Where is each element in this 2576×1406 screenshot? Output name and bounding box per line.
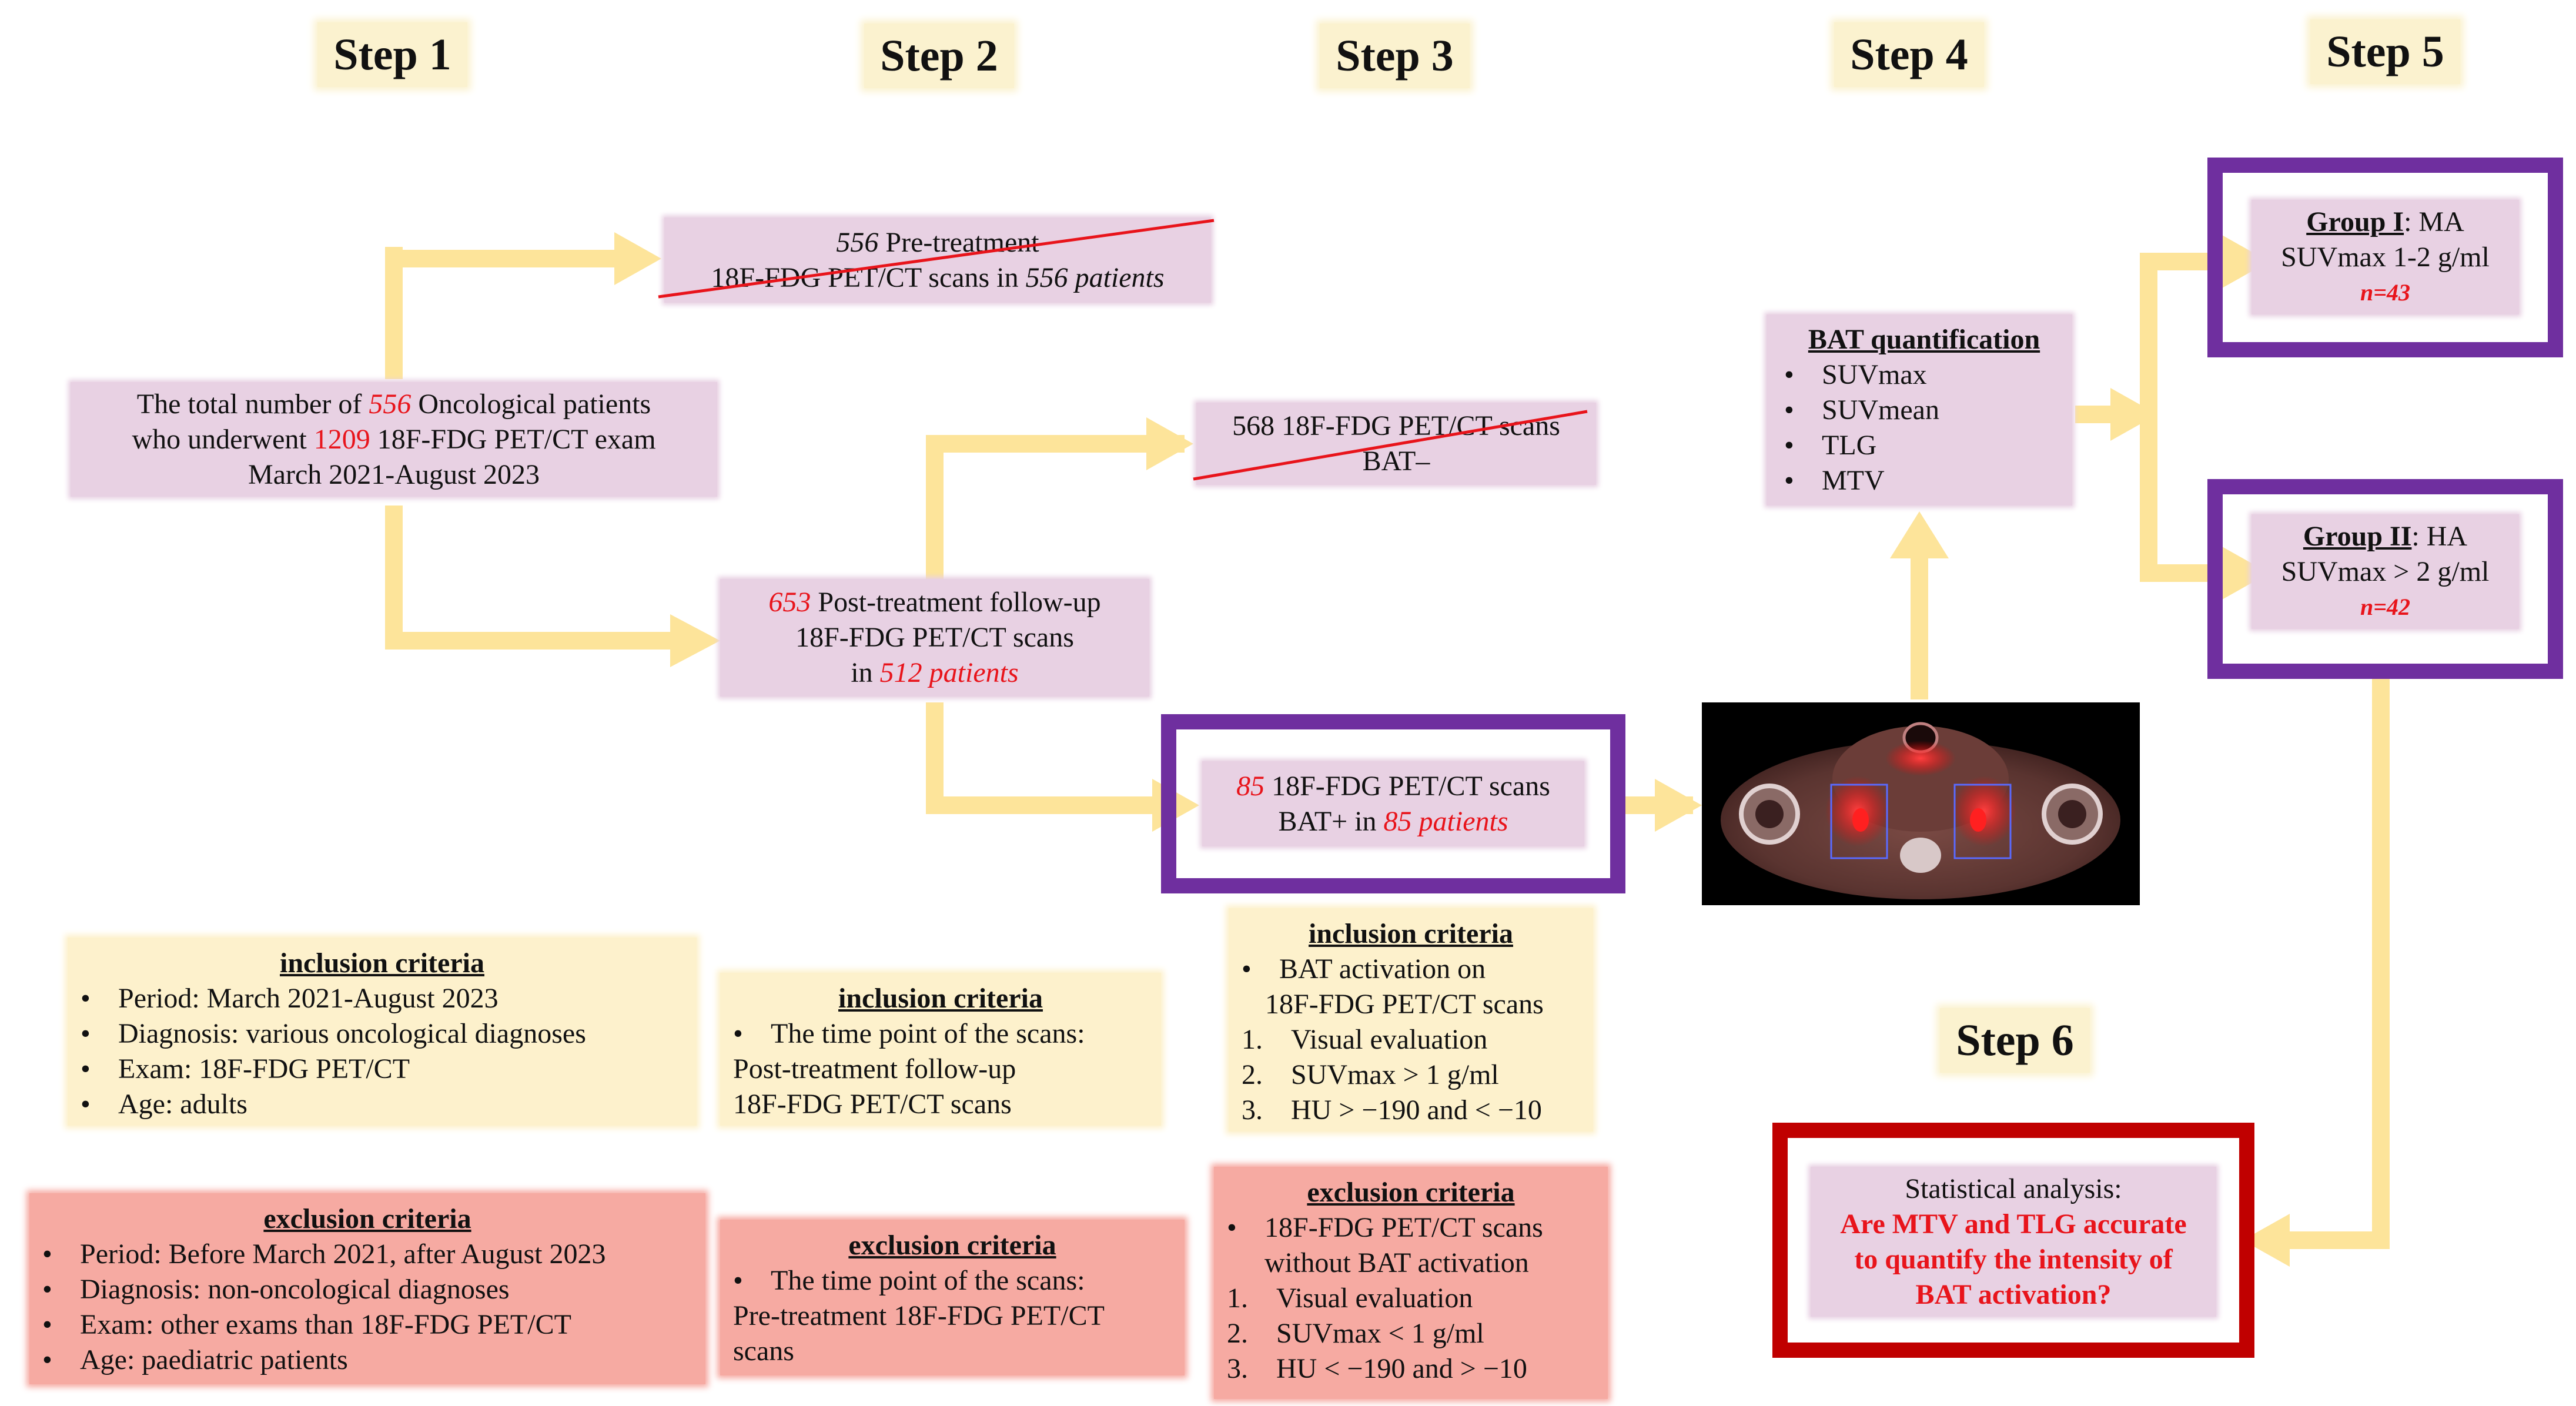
inclusion-criteria-step3: inclusion criteria •BAT activation on 18… <box>1229 908 1593 1132</box>
exclusion-criteria-step2: exclusion criteria •The time point of th… <box>720 1220 1185 1375</box>
step-1-label: Step 1 <box>317 22 467 87</box>
step-3-label: Step 3 <box>1320 24 1470 88</box>
group-1-frame <box>2207 158 2563 357</box>
step-4-label: Step 4 <box>1834 22 1984 87</box>
inclusion-criteria-step2: inclusion criteria •The time point of th… <box>720 973 1161 1126</box>
group-2-frame <box>2207 479 2563 679</box>
bat-quantification-box: BAT quantification •SUVmax •SUVmean •TLG… <box>1767 314 2072 506</box>
exclusion-criteria-step1: exclusion criteria •Period: Before March… <box>29 1193 705 1384</box>
step-6-label: Step 6 <box>1940 1008 2090 1073</box>
bat-positive-box: 85 18F-FDG PET/CT scans BAT+ in 85 patie… <box>1202 761 1584 846</box>
statistical-analysis-box: Statistical analysis: Are MTV and TLG ac… <box>1811 1167 2216 1317</box>
post-treatment-box: 653 Post-treatment follow-up 18F-FDG PET… <box>720 579 1149 697</box>
pet-ct-scan-image <box>1702 702 2140 905</box>
step-2-label: Step 2 <box>864 24 1014 88</box>
statistical-analysis-frame <box>1772 1123 2254 1358</box>
inclusion-criteria-step1: inclusion criteria •Period: March 2021-A… <box>68 938 697 1126</box>
step-5-label: Step 5 <box>2310 19 2460 84</box>
total-patients-box: The total number of 556 Oncological pati… <box>71 382 717 497</box>
exclusion-criteria-step3: exclusion criteria •18F-FDG PET/CT scans… <box>1214 1167 1608 1399</box>
group-1-box: Group I: MA SUVmax 1-2 g/ml n=43 <box>2252 200 2519 314</box>
bat-positive-frame <box>1161 714 1625 893</box>
pretreatment-box: 556 Pre-treatment 18F-FDG PET/CT scans i… <box>664 217 1211 303</box>
group-2-box: Group II: HA SUVmax > 2 g/ml n=42 <box>2252 514 2519 629</box>
